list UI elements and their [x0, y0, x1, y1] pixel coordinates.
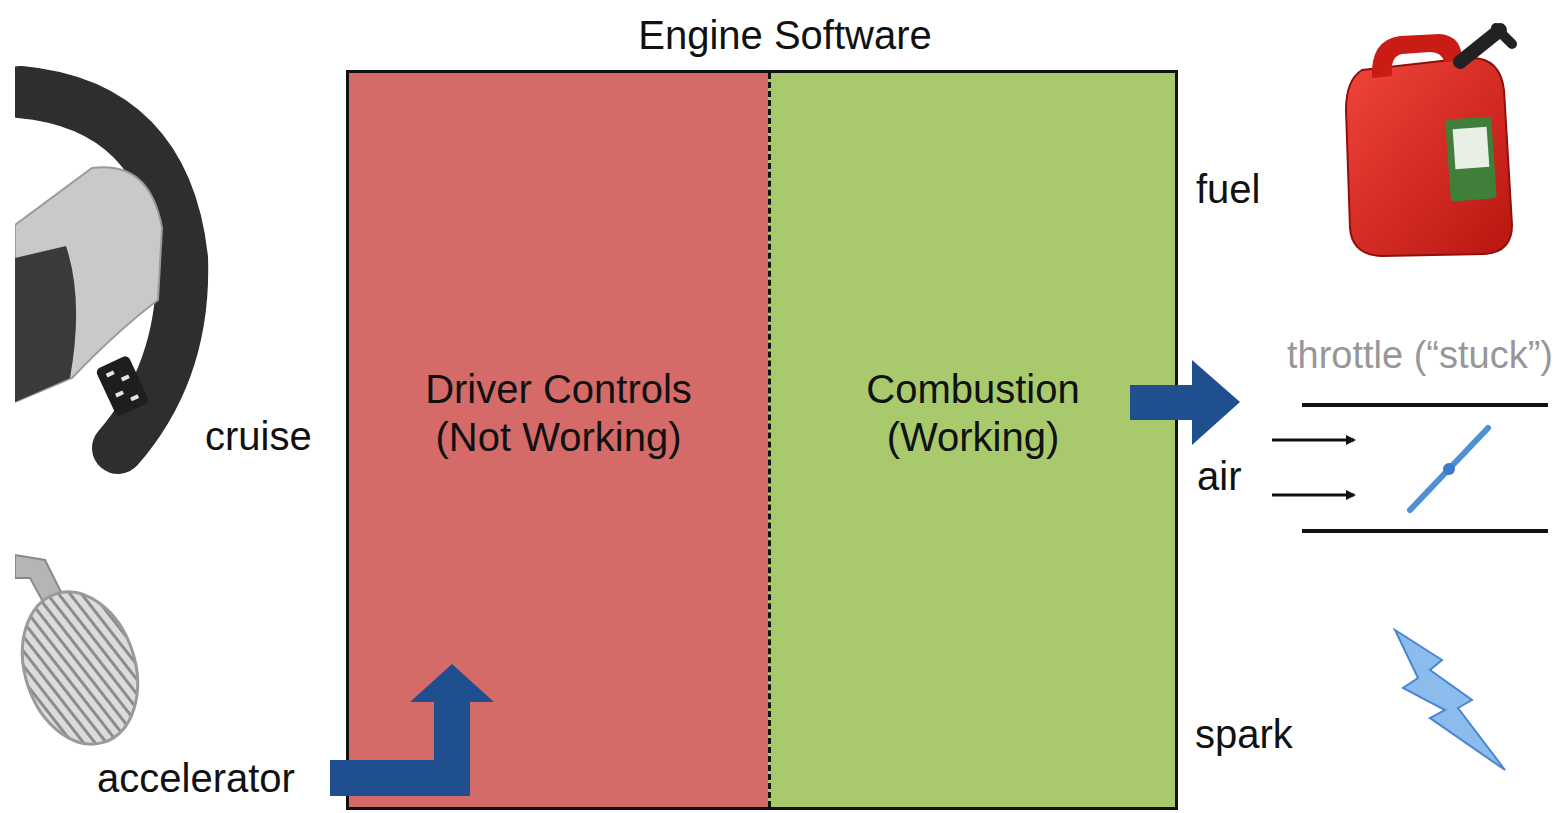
input-label: air: [1197, 454, 1241, 498]
actuator-label: throttle (“stuck”): [1287, 334, 1553, 376]
failed-region: Driver Controls (Not Working): [349, 73, 768, 807]
fuel-can: [1346, 28, 1512, 256]
output-arrow: [1130, 360, 1240, 445]
diagram-title: Engine Software: [638, 11, 932, 59]
label-anchor: spark: [1195, 711, 1293, 757]
region-label: Driver Controls (Not Working): [389, 365, 729, 461]
throttle-body: [1272, 405, 1548, 531]
input-label: spark: [1195, 712, 1293, 756]
region-label: Combustion (Working): [828, 365, 1118, 461]
label-anchor: air: [1197, 453, 1241, 499]
label-anchor: accelerator: [97, 755, 295, 801]
label-anchor: fuel: [1196, 166, 1261, 212]
input-arrow: [330, 664, 494, 796]
label-anchor: cruise: [205, 413, 312, 459]
steering-wheel: [15, 92, 182, 448]
accelerator-pedal: [15, 555, 156, 759]
spark-bolt: [1395, 630, 1505, 770]
input-label: fuel: [1196, 167, 1261, 211]
control-label: accelerator: [97, 756, 295, 800]
label-anchor: throttle (“stuck”): [1287, 334, 1553, 378]
working-region: Combustion (Working): [768, 73, 1175, 807]
system-box: Engine SoftwareDriver Controls (Not Work…: [346, 70, 1178, 810]
control-label: cruise: [205, 414, 312, 458]
